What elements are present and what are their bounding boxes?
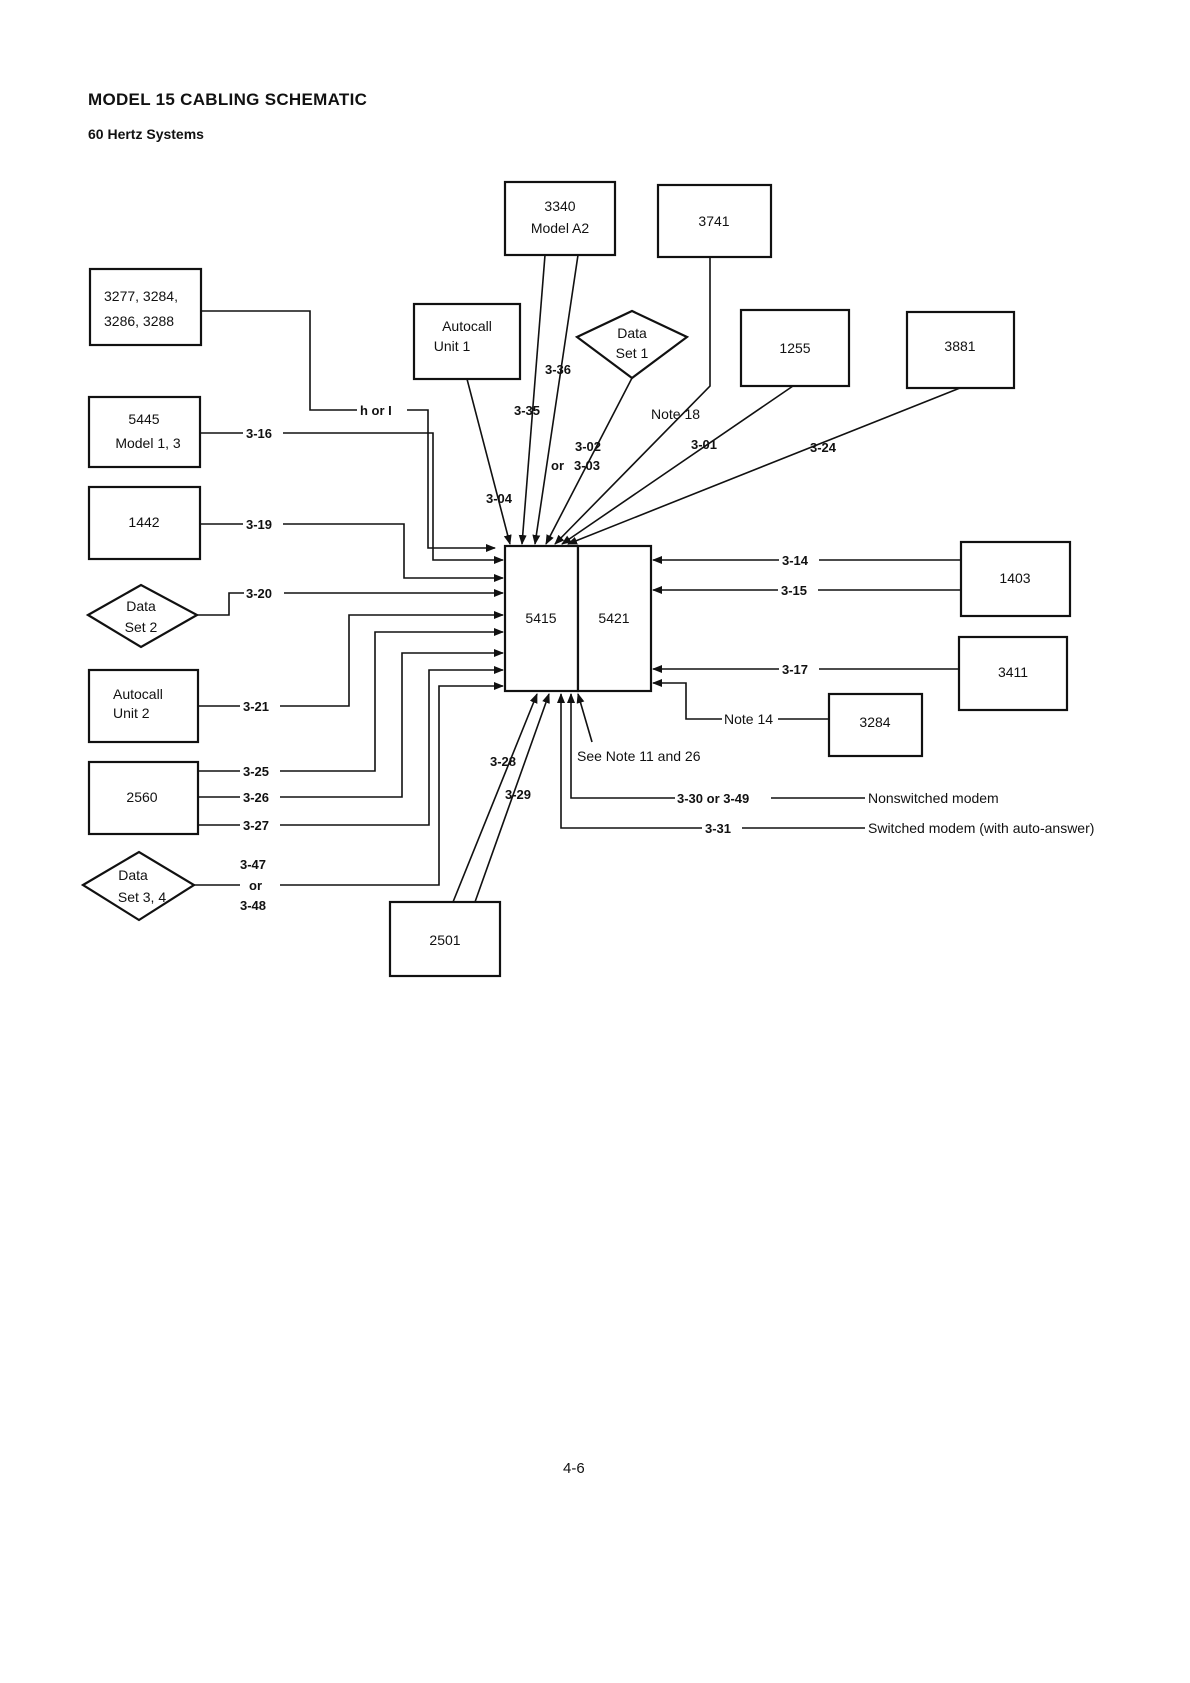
cable-label-3-20: 3-20 [246,586,272,601]
cable-label-3-03: 3-03 [574,458,600,473]
cable-label-3-04: 3-04 [486,491,513,506]
note-18-label: Note 18 [651,406,700,422]
page-number: 4-6 [563,1460,585,1477]
device-3741: 3741 [656,183,773,259]
device-5445-model: Model 1, 3 [115,435,181,451]
device-3881: 3881 [905,310,1016,390]
device-5421-label: 5421 [598,610,629,626]
device-3340-label: 3340 [544,198,575,214]
autocall-unit-2: Autocall Unit 2 [87,668,200,744]
device-3340-model: Model A2 [531,220,590,236]
cable-label-3-01: 3-01 [691,437,717,452]
device-3277: 3277, 3284, 3286, 3288 [88,267,203,347]
switched-modem-label: Switched modem (with auto-answer) [868,820,1094,836]
autocall-unit-1-line1: Autocall [442,318,492,334]
device-5421: 5421 [576,544,653,693]
device-3741-label: 3741 [698,213,729,229]
device-3411-label: 3411 [998,664,1028,680]
data-set-1-line1: Data [617,325,647,341]
see-note-11-26: See Note 11 and 26 [577,748,701,764]
cable-label-3-16: 3-16 [246,426,272,441]
cable-lines [194,254,961,903]
device-2560-label: 2560 [126,789,157,805]
device-3277-line1: 3277, 3284, [104,288,178,304]
cable-label-3-17: 3-17 [782,662,808,677]
device-3340: 3340 Model A2 [503,180,617,257]
cable-label-3-28: 3-28 [490,754,516,769]
cable-label-3-24: 3-24 [810,440,837,455]
cable-label-3-35: 3-35 [514,403,540,418]
device-2501-label: 2501 [429,932,460,948]
device-5415-label: 5415 [525,610,556,626]
device-2501: 2501 [388,900,502,978]
device-1442-label: 1442 [128,514,159,530]
device-5415: 5415 [503,544,580,693]
device-1255: 1255 [739,308,851,388]
autocall-unit-1-line2: Unit 1 [434,338,471,354]
device-2560: 2560 [87,760,200,836]
data-set-3-4-line1: Data [118,867,148,883]
cable-label-3-19: 3-19 [246,517,272,532]
autocall-unit-2-line2: Unit 2 [113,705,150,721]
autocall-unit-2-line1: Autocall [113,686,163,702]
cable-label-3-47: 3-47 [240,857,266,872]
data-set-3-4-line2: Set 3, 4 [118,889,166,905]
cable-label-3-02-or: or [551,458,564,473]
cable-label-3-15: 3-15 [781,583,807,598]
device-3284-label: 3284 [859,714,890,730]
data-set-2-line2: Set 2 [125,619,158,635]
cable-label-3-25: 3-25 [243,764,269,779]
cable-label-3-14: 3-14 [782,553,809,568]
data-set-1: Data Set 1 [574,309,690,380]
device-3411: 3411 [957,635,1069,712]
device-1403: 1403 [959,540,1072,618]
device-1442: 1442 [87,485,202,561]
device-3277-line2: 3286, 3288 [104,313,174,329]
cable-label-3-21: 3-21 [243,699,269,714]
autocall-unit-1: Autocall Unit 1 [412,302,522,381]
data-set-3-4: Data Set 3, 4 [80,850,197,922]
cable-label-h-or-i: h or I [360,403,392,418]
data-set-2-line1: Data [126,598,156,614]
data-set-2: Data Set 2 [85,583,200,649]
cable-label-3-30-or-3-49: 3-30 or 3-49 [677,791,749,806]
cable-label-3-36: 3-36 [545,362,571,377]
note-14-label: Note 14 [724,711,773,727]
cable-label-3-48: 3-48 [240,898,266,913]
cable-label-3-31: 3-31 [705,821,731,836]
device-3881-label: 3881 [944,338,975,354]
nonswitched-modem-label: Nonswitched modem [868,790,999,806]
device-5445: 5445 Model 1, 3 [87,395,202,469]
data-set-1-line2: Set 1 [616,345,649,361]
device-1403-label: 1403 [999,570,1030,586]
cable-label-3-02: 3-02 [575,439,601,454]
cable-label-3-26: 3-26 [243,790,269,805]
device-1255-label: 1255 [779,340,810,356]
cable-label-3-47-or: or [249,878,262,893]
cable-label-3-29: 3-29 [505,787,531,802]
page-title: MODEL 15 CABLING SCHEMATIC [88,90,368,109]
page-subtitle: 60 Hertz Systems [88,126,204,142]
device-5445-label: 5445 [128,411,159,427]
cable-label-3-27: 3-27 [243,818,269,833]
device-3284: 3284 [827,692,924,758]
